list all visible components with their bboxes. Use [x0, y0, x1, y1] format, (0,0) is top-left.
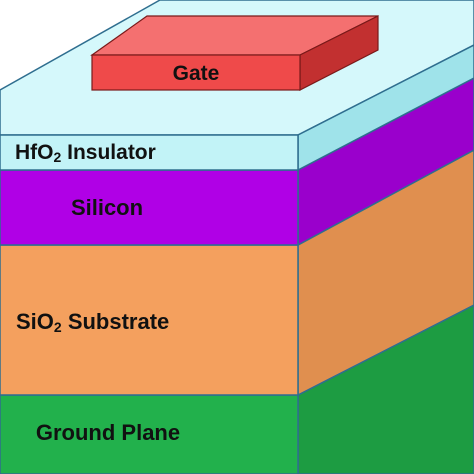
ground-plane-label: Ground Plane	[36, 420, 180, 445]
substrate-label: SiO2 Substrate	[16, 309, 169, 335]
substrate-label-subscript: 2	[54, 319, 62, 335]
insulator-label-rest: Insulator	[61, 141, 156, 164]
silicon-label: Silicon	[71, 195, 143, 220]
substrate-label-main: SiO	[16, 309, 54, 334]
insulator-label-main: HfO	[15, 141, 54, 164]
insulator-label: HfO2 Insulator	[15, 141, 156, 165]
substrate-front	[0, 244, 299, 396]
gate-label: Gate	[173, 62, 220, 85]
gate-front	[91, 54, 301, 91]
substrate-label-rest: Substrate	[62, 309, 170, 334]
insulator-front	[0, 134, 299, 171]
insulator-label-subscript: 2	[54, 149, 62, 165]
silicon-front	[0, 169, 299, 246]
